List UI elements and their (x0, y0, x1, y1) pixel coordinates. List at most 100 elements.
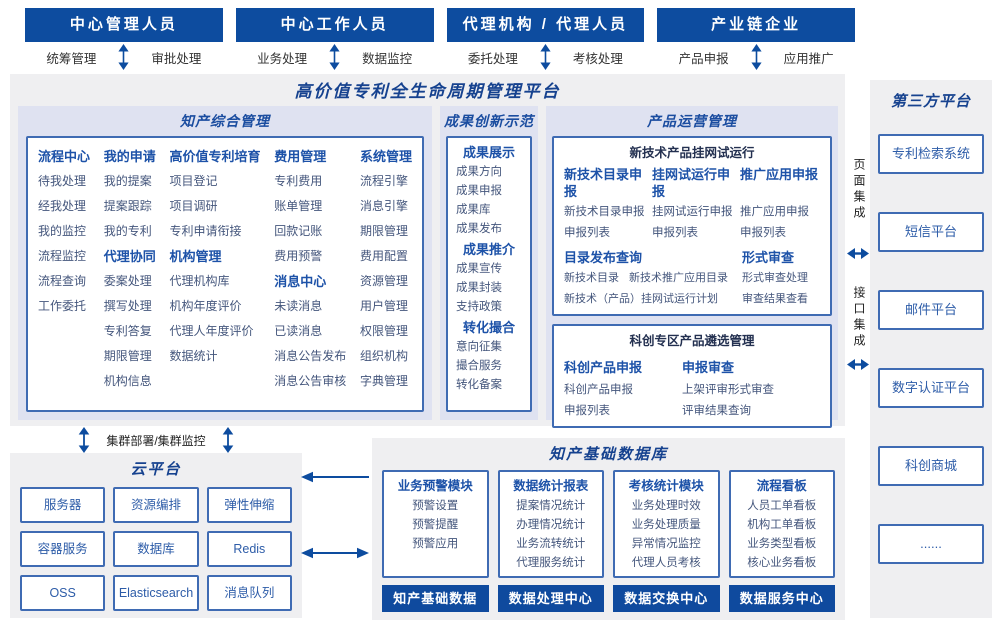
ip-management-box: 流程中心待我处理经我处理我的监控流程监控流程查询工作委托我的申请我的提案提案跟踪… (26, 136, 424, 412)
menu-item: 新技术（产品）挂网试运行计划 (564, 293, 718, 305)
trial-columns: 新技术目录申报新技术目录申报申报列表挂网试运行申报挂网试运行申报申报列表推广应用… (564, 164, 820, 244)
menu-column: 科创产品申报科创产品申报申报列表 (564, 354, 642, 422)
menu-column: 新技术目录申报新技术目录申报申报列表 (564, 164, 650, 244)
kb-module-box: 考核统计模块业务处理时效业务处理质量异常情况监控代理人员考核 (613, 470, 720, 578)
menu-column: 费用管理专利费用账单管理回款记账费用预警消息中心未读消息已读消息消息公告发布消息… (274, 144, 346, 404)
kb-modules: 业务预警模块预警设置预警提醒预警应用知产基础数据数据统计报表提案情况统计办理情况… (382, 470, 835, 612)
role-labels: 业务处理数据监控 (236, 42, 434, 72)
menu-group-header: 高价值专利培育 (169, 149, 261, 164)
menu-item: 成果库 (456, 204, 491, 216)
menu-group-header: 推广应用申报 (740, 167, 819, 182)
kb-module-box: 数据统计报表提案情况统计办理情况统计业务流转统计代理服务统计 (497, 470, 604, 578)
menu-item: 费用配置 (359, 249, 408, 263)
trial-bottom-row: 目录发布查询 新技术目录 新技术推广应用目录 新技术（产品）挂网试运行计划 形式… (564, 248, 820, 310)
menu-item: 费用预警 (274, 249, 323, 263)
kb-module-header: 业务预警模块 (397, 479, 473, 493)
cloud-service-box: 弹性伸缩 (206, 487, 292, 523)
role-right-label: 应用推广 (783, 51, 834, 66)
menu-item: 成果方向 (456, 166, 502, 178)
kb-module-header: 考核统计模块 (628, 479, 704, 493)
role-left-label: 业务处理 (257, 51, 308, 66)
menu-item: 待我处理 (38, 174, 87, 188)
menu-item: 申报列表 (564, 405, 610, 417)
menu-item: 我的提案 (103, 174, 152, 188)
menu-item: 资源管理 (359, 274, 408, 288)
menu-column: 申报审查上架评审形式审查评审结果查询 (682, 354, 774, 422)
menu-column: 高价值专利培育项目登记项目调研专利申请衔接机构管理代理机构库机构年度评价代理人年… (169, 144, 260, 404)
cloud-service-box: 资源编排 (113, 487, 199, 523)
menu-item: 消息公告发布 (274, 349, 347, 363)
menu-item: 账单管理 (274, 199, 323, 213)
selection-box: 科创专区产品遴选管理 科创产品申报科创产品申报申报列表申报审查上架评审形式审查评… (552, 324, 832, 428)
menu-item: 形式审查处理 (742, 272, 808, 284)
selection-box-title: 科创专区产品遴选管理 (629, 334, 755, 348)
menu-item: 业务处理时效 (631, 500, 701, 512)
up-down-arrow-icon (751, 44, 762, 70)
role-block: 产业链企业产品申报应用推广 (657, 8, 855, 72)
menu-item: 撰写处理 (103, 299, 152, 313)
menu-item: 审查结果查看 (742, 293, 808, 305)
menu-item: 专利答复 (103, 324, 152, 338)
menu-group-header: 挂网试运行申报 (652, 167, 731, 199)
menu-item: 工作委托 (38, 299, 87, 313)
menu-item: 我的监控 (38, 224, 87, 238)
menu-group-header: 系统管理 (359, 149, 412, 164)
role-block: 中心管理人员统筹管理审批处理 (25, 8, 223, 72)
kb-module: 数据统计报表提案情况统计办理情况统计业务流转统计代理服务统计数据处理中心 (497, 470, 604, 612)
menu-group-header: 申报审查 (682, 360, 735, 375)
kb-module-box: 流程看板人员工单看板机构工单看板业务类型看板核心业务看板 (728, 470, 835, 578)
menu-item: 期限管理 (359, 224, 408, 238)
menu-column: 挂网试运行申报挂网试运行申报申报列表 (652, 164, 738, 244)
menu-item: 流程引擎 (359, 174, 408, 188)
kb-module: 业务预警模块预警设置预警提醒预警应用知产基础数据 (382, 470, 489, 612)
cloud-service-box: 容器服务 (20, 531, 106, 567)
menu-item: 我的专利 (103, 224, 152, 238)
menu-item: 字典管理 (359, 374, 408, 388)
section-product-ops: 产品运营管理 新技术产品挂网试运行 新技术目录申报新技术目录申报申报列表挂网试运… (546, 106, 838, 428)
up-down-arrow-icon (540, 44, 551, 70)
menu-item: 申报列表 (740, 227, 786, 239)
menu-group-header: 形式审查 (742, 250, 795, 265)
menu-item: 成果宣传 (456, 263, 502, 275)
menu-item: 流程监控 (38, 249, 87, 263)
menu-item: 预警应用 (412, 538, 459, 550)
menu-item: 代理人员考核 (631, 557, 701, 569)
cloud-service-box: 数据库 (113, 531, 199, 567)
menu-group-header: 代理协同 (103, 249, 156, 264)
role-title: 产业链企业 (657, 8, 855, 42)
menu-item: 新技术推广应用目录 (629, 272, 728, 284)
menu-group-header: 成果推介 (462, 242, 515, 257)
cloud-service-box: 消息队列 (206, 575, 292, 611)
menu-item: 新技术目录 (564, 272, 619, 284)
achievement-title: 成果创新示范 (444, 113, 534, 129)
third-party-box: 数字认证平台 (878, 368, 984, 408)
role-block: 中心工作人员业务处理数据监控 (235, 8, 434, 72)
menu-item: 流程查询 (38, 274, 87, 288)
menu-item: 业务类型看板 (747, 538, 817, 550)
menu-item: 机构信息 (103, 374, 152, 388)
up-down-arrow-icon (78, 427, 90, 453)
kb-module-header: 数据统计报表 (513, 479, 589, 493)
menu-item: 上架评审形式审查 (682, 384, 775, 396)
kb-title: 知产基础数据库 (548, 446, 668, 463)
kb-panel: 知产基础数据库 业务预警模块预警设置预警提醒预警应用知产基础数据数据统计报表提案… (372, 438, 845, 620)
menu-group-header: 费用管理 (274, 149, 327, 164)
third-party-box: 短信平台 (878, 212, 984, 252)
achievement-body: 成果展示成果方向成果申报成果库成果发布成果推介成果宣传成果封装支持政策转化撮合意… (446, 136, 532, 412)
menu-item: 推广应用申报 (740, 206, 809, 218)
menu-item: 办理情况统计 (516, 519, 586, 531)
role-title: 中心管理人员 (25, 8, 223, 42)
menu-item: 预警设置 (412, 500, 459, 512)
cloud-service-box: OSS (20, 575, 106, 611)
menu-item: 项目登记 (169, 174, 218, 188)
menu-item: 申报列表 (564, 227, 610, 239)
menu-item: 消息引擎 (359, 199, 408, 213)
ip-management-title: 知产综合管理 (180, 113, 270, 129)
platform-title: 高价值专利全生命周期管理平台 (294, 82, 561, 101)
role-left-label: 统筹管理 (46, 51, 97, 66)
menu-item: 挂网试运行申报 (652, 206, 733, 218)
menu-item: 已读消息 (274, 324, 323, 338)
menu-item: 回款记账 (274, 224, 323, 238)
